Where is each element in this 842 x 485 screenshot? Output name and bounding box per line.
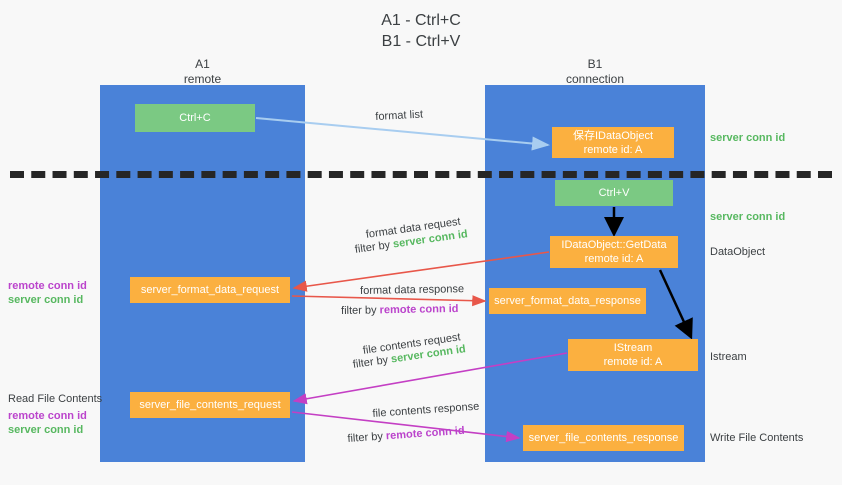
node-istream[interactable]: IStream remote id: A bbox=[568, 339, 698, 371]
node-ctrl-v-label: Ctrl+V bbox=[598, 187, 630, 199]
filter-value-remote-conn-id: remote conn id bbox=[379, 302, 459, 317]
lane-a1-name: A1 bbox=[195, 57, 210, 71]
page-title: A1 - Ctrl+C B1 - Ctrl+V bbox=[0, 10, 842, 52]
filter-prefix: filter by bbox=[341, 304, 380, 317]
annotation-remote-conn-id-1: remote conn id bbox=[8, 280, 87, 292]
edge-label-format-data-response-filter: filter by remote conn id bbox=[341, 302, 459, 319]
annotation-server-conn-id-2: server conn id bbox=[8, 424, 84, 436]
node-server-format-data-response[interactable]: server_format_data_response bbox=[489, 288, 646, 314]
annotation-server-conn-id-1: server conn id bbox=[8, 294, 84, 306]
node-idataobject-getdata-line1: IDataObject::GetData bbox=[561, 239, 667, 251]
annotation-istream: Istream bbox=[710, 351, 747, 363]
node-server-file-contents-response-label: server_file_contents_response bbox=[528, 432, 679, 444]
edge-label-format-list: format list bbox=[375, 108, 424, 123]
annotation-remote-conn-id-2: remote conn id bbox=[8, 410, 87, 422]
phase-divider bbox=[10, 171, 832, 178]
node-idataobject-getdata[interactable]: IDataObject::GetData remote id: A bbox=[550, 236, 678, 268]
node-ctrl-c-label: Ctrl+C bbox=[179, 112, 211, 124]
lane-header-a1: A1 remote bbox=[100, 57, 305, 87]
filter-value-remote-conn-id: remote conn id bbox=[385, 424, 465, 443]
node-save-idataobject-line1: 保存IDataObject bbox=[572, 129, 654, 142]
filter-prefix: filter by bbox=[354, 238, 394, 256]
annotation-read-file-contents: Read File Contents bbox=[8, 393, 103, 405]
lane-b1-role: connection bbox=[565, 72, 625, 86]
node-server-format-data-request[interactable]: server_format_data_request bbox=[130, 277, 290, 303]
annotation-conn-ids-file: remote conn id server conn id bbox=[8, 409, 87, 437]
filter-prefix: filter by bbox=[352, 353, 392, 371]
title-line-2: B1 - Ctrl+V bbox=[381, 33, 461, 50]
node-save-idataobject[interactable]: 保存IDataObject remote id: A bbox=[552, 127, 674, 158]
lane-a1-role: remote bbox=[183, 72, 222, 86]
annotation-dataobject: DataObject bbox=[710, 246, 766, 258]
node-save-idataobject-line2: remote id: A bbox=[583, 143, 643, 156]
node-server-file-contents-response[interactable]: server_file_contents_response bbox=[523, 425, 684, 451]
lane-b1-name: B1 bbox=[587, 57, 603, 71]
edge-label-format-data-response: format data response bbox=[360, 283, 465, 297]
node-idataobject-getdata-line2: remote id: A bbox=[584, 253, 644, 265]
title-line-1: A1 - Ctrl+C bbox=[381, 12, 461, 29]
annotation-server-conn-id-top: server conn id bbox=[710, 132, 786, 144]
filter-prefix: filter by bbox=[347, 430, 387, 445]
node-server-format-data-response-label: server_format_data_response bbox=[494, 295, 641, 307]
edge-label-file-contents-response-filter: filter by remote conn id bbox=[347, 424, 465, 447]
edge-label-file-contents-response: file contents response bbox=[372, 400, 480, 420]
node-ctrl-v[interactable]: Ctrl+V bbox=[555, 180, 673, 206]
annotation-conn-ids-format: remote conn id server conn id bbox=[8, 279, 87, 307]
annotation-write-file-contents: Write File Contents bbox=[710, 432, 804, 444]
node-ctrl-c[interactable]: Ctrl+C bbox=[135, 104, 255, 132]
node-istream-line1: IStream bbox=[613, 342, 653, 354]
node-server-file-contents-request[interactable]: server_file_contents_request bbox=[130, 392, 290, 418]
node-server-format-data-request-label: server_format_data_request bbox=[140, 284, 280, 296]
lane-header-b1: B1 connection bbox=[485, 57, 705, 87]
annotation-server-conn-id-mid: server conn id bbox=[710, 211, 786, 223]
node-istream-line2: remote id: A bbox=[603, 356, 663, 368]
node-server-file-contents-request-label: server_file_contents_request bbox=[139, 399, 281, 411]
